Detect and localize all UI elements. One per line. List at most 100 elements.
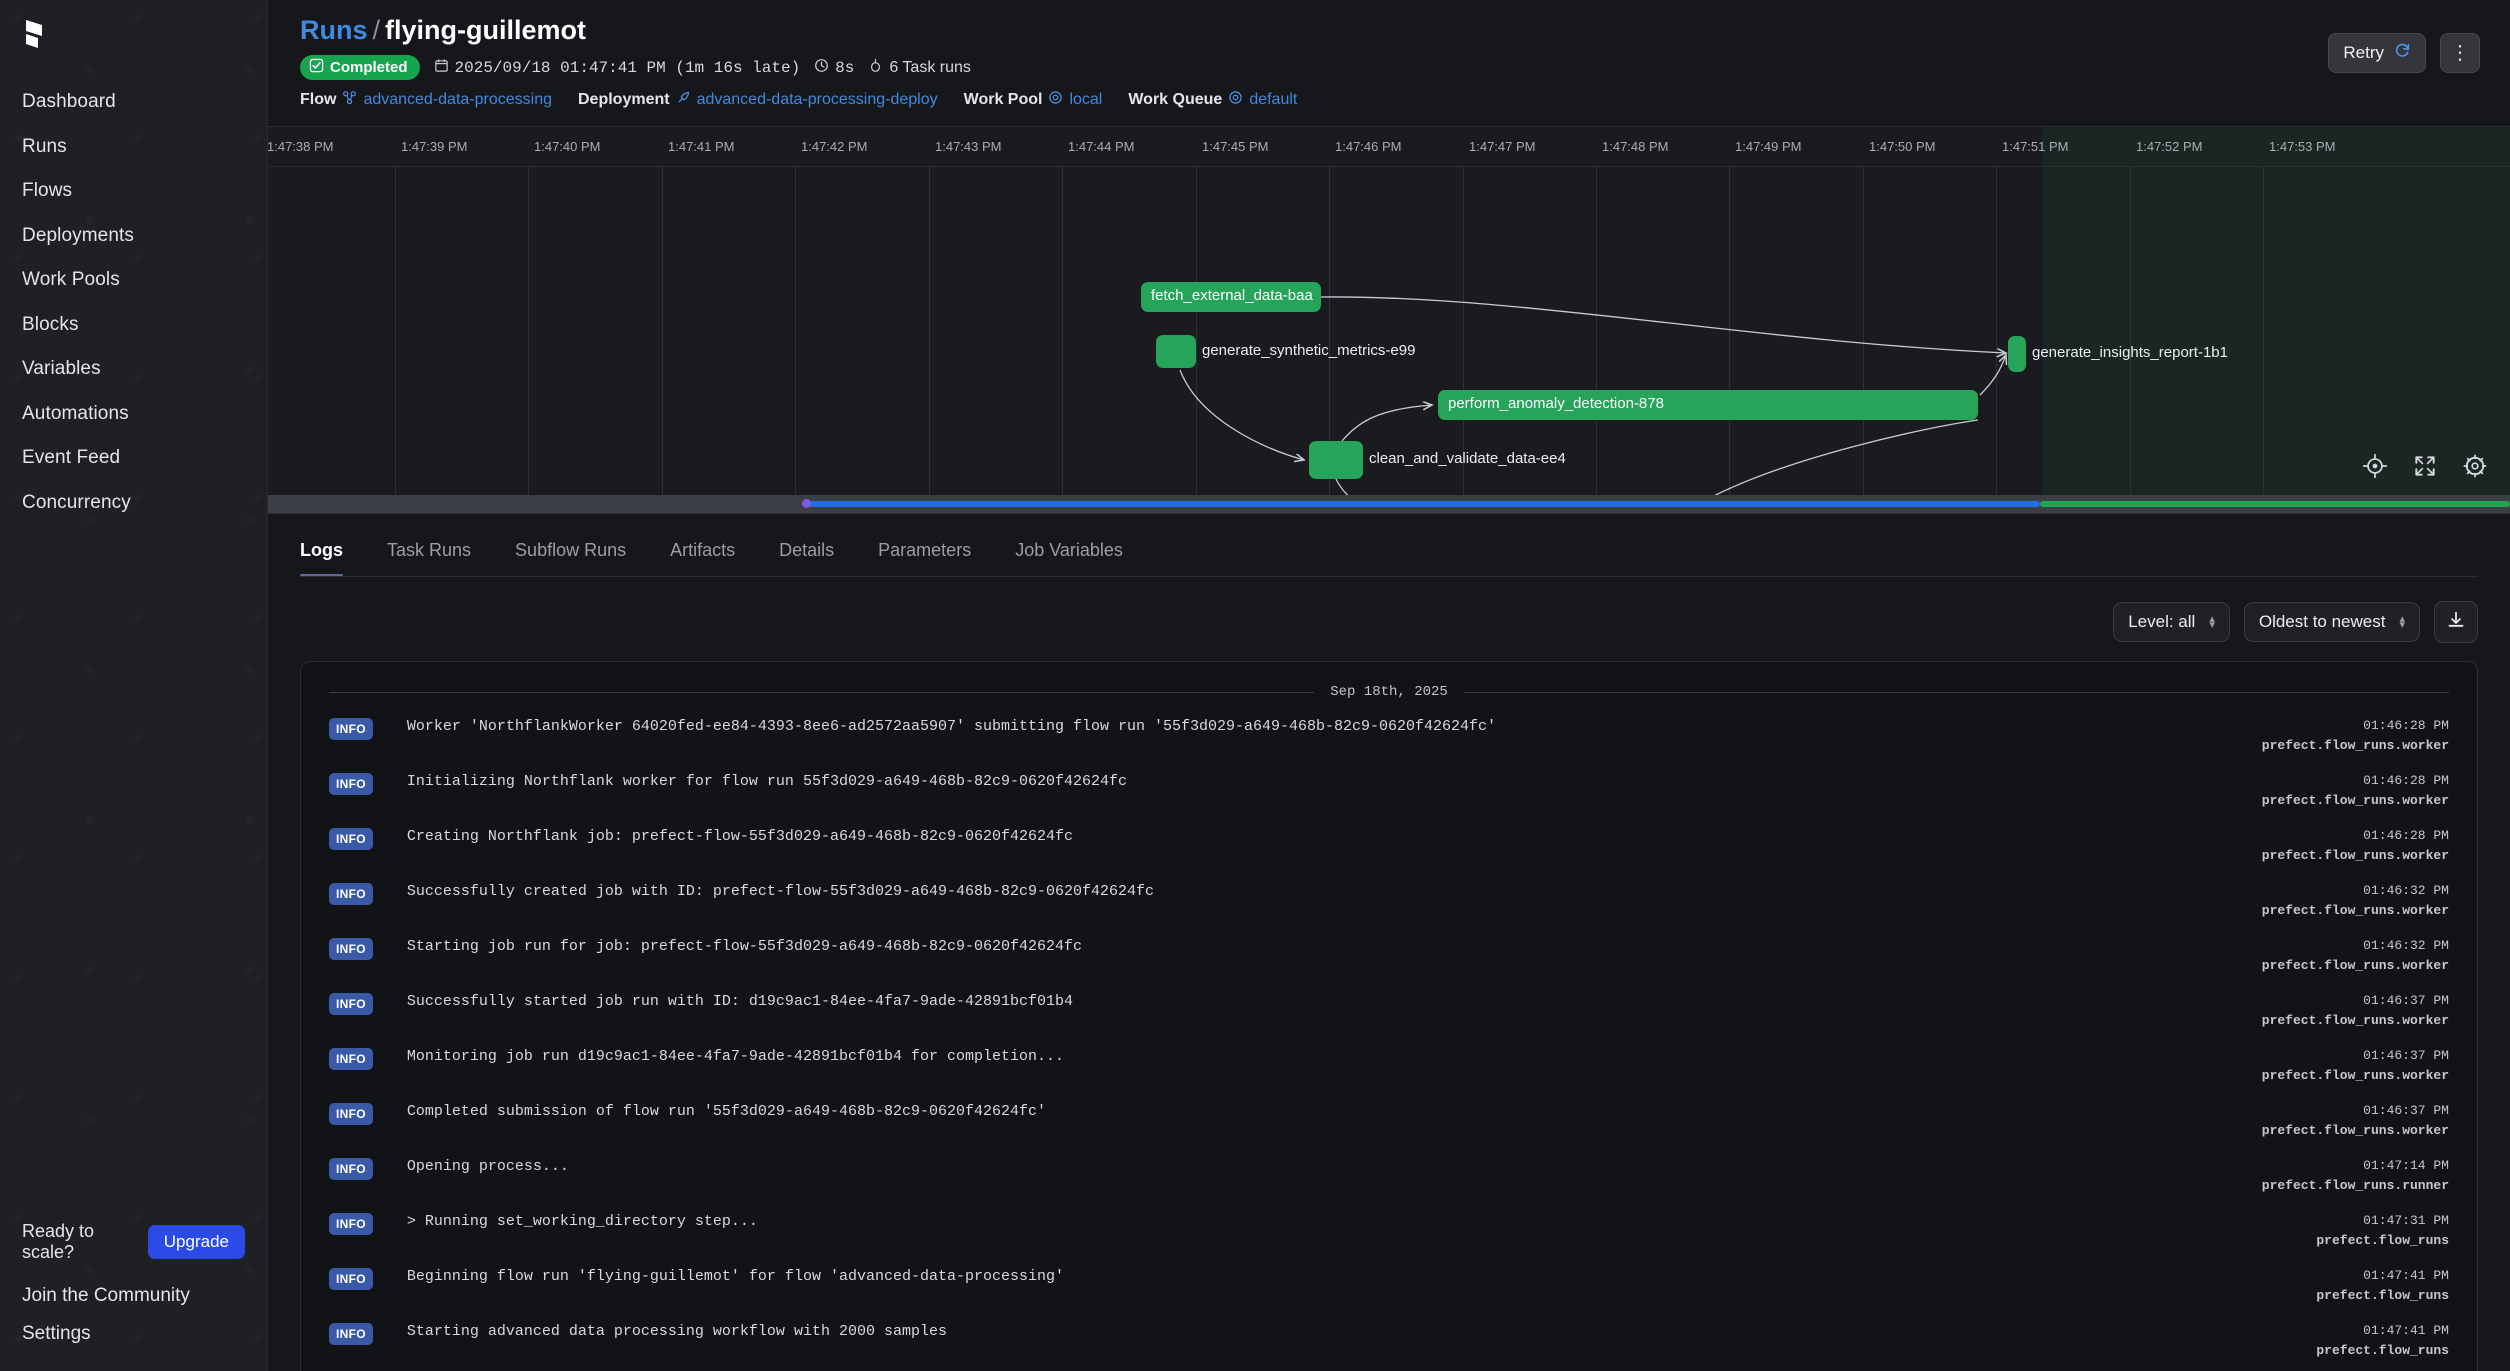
timeline-scrollbar[interactable] [268, 495, 2510, 514]
sidebar-item-flows[interactable]: Flows [22, 180, 73, 201]
timeline-gridline [795, 167, 796, 514]
run-duration: 8s [814, 58, 854, 78]
tab-details[interactable]: Details [779, 540, 835, 561]
sidebar-item-automations[interactable]: Automations [22, 402, 129, 424]
check-square-icon [309, 58, 324, 77]
scrollbar-progress-flow [808, 501, 2040, 508]
timeline-tools [2362, 453, 2488, 479]
timeline-node-bar[interactable] [2008, 336, 2026, 373]
log-timestamp: 01:47:14 PM [2363, 1158, 2449, 1174]
log-level-select[interactable]: Level: all ▴▾ [2113, 602, 2230, 643]
timeline-tick-label: 1:47:38 PM [268, 139, 334, 155]
main-content: Runs/flying-guillemot Completed 2025/09/… [268, 0, 2510, 1371]
run-timeline-graph[interactable]: :37 PM1:47:38 PM1:47:39 PM1:47:40 PM1:47… [268, 126, 2510, 515]
timeline-tick-label: 1:47:44 PM [1068, 139, 1135, 155]
sidebar-item-event-feed[interactable]: Event Feed [22, 447, 121, 468]
tab-subflow-runs[interactable]: Subflow Runs [515, 540, 627, 561]
log-timestamp: 01:47:41 PM [2363, 1268, 2449, 1284]
log-message: Successfully created job with ID: prefec… [406, 883, 1154, 901]
tab-artifacts[interactable]: Artifacts [670, 540, 736, 561]
log-message: Opening process... [406, 1158, 569, 1176]
timeline-node-bar[interactable] [1156, 335, 1196, 369]
log-controls: Level: all ▴▾ Oldest to newest ▴▾ [268, 577, 2510, 644]
more-options-button[interactable]: ⋮ [2440, 33, 2480, 73]
settings-link[interactable]: Settings [22, 1323, 91, 1344]
join-community-link[interactable]: Join the Community [22, 1285, 190, 1306]
log-timestamp: 01:46:28 PM [2363, 828, 2449, 844]
work-queue-link[interactable]: default [1249, 91, 1298, 109]
timeline-gridline [395, 167, 396, 514]
breadcrumb-separator: / [372, 15, 381, 45]
log-meta: 01:47:41 PM prefect.flow_runs [2169, 1266, 2449, 1305]
tab-job-variables[interactable]: Job Variables [1015, 540, 1123, 561]
page-header: Runs/flying-guillemot Completed 2025/09/… [268, 0, 2510, 110]
logs-date-divider: Sep 18th, 2025 [301, 662, 2477, 708]
timeline-tick-label: 1:47:51 PM [2002, 139, 2069, 155]
log-message: Starting advanced data processing workfl… [406, 1323, 947, 1341]
breadcrumb-runs-link[interactable]: Runs [300, 15, 368, 45]
sidebar-item-runs[interactable]: Runs [22, 135, 67, 157]
deployment-link[interactable]: advanced-data-processing-deploy [696, 91, 938, 109]
work-pool-link[interactable]: local [1069, 91, 1103, 109]
settings-icon[interactable] [2462, 453, 2488, 479]
sidebar-item-variables[interactable]: Variables [22, 358, 101, 379]
tab-parameters[interactable]: Parameters [878, 540, 972, 561]
clock-icon [814, 58, 829, 78]
log-timestamp: 01:47:31 PM [2363, 1213, 2449, 1229]
log-message: Completed submission of flow run '55f3d0… [406, 1103, 1046, 1121]
log-message: > Running set_working_directory step... [406, 1213, 758, 1231]
log-message: Starting job run for job: prefect-flow-5… [406, 938, 1082, 956]
log-message: Creating Northflank job: prefect-flow-55… [406, 828, 1073, 846]
retry-button[interactable]: Retry [2328, 33, 2426, 73]
flow-link[interactable]: advanced-data-processing [363, 91, 552, 109]
sidebar-item-dashboard[interactable]: Dashboard [22, 91, 116, 112]
timeline-gridline [1596, 167, 1597, 514]
tab-logs[interactable]: Logs [300, 528, 365, 578]
upgrade-button[interactable]: Upgrade [147, 1225, 245, 1259]
timeline-node-bar[interactable] [1141, 282, 1321, 313]
scale-prompt-label: Ready to scale? [22, 1221, 95, 1262]
timeline-gridline [1863, 167, 1864, 514]
timeline-node-bar[interactable] [1438, 390, 1978, 421]
flow-icon [342, 90, 357, 110]
timeline-node-bar[interactable] [1309, 441, 1363, 480]
recenter-icon[interactable] [2362, 453, 2388, 479]
refresh-icon [2394, 42, 2411, 64]
fullscreen-icon[interactable] [2412, 453, 2438, 479]
timeline-gridline [1062, 167, 1063, 514]
logo-wrap[interactable] [0, 0, 267, 70]
run-timestamp-label: 2025/09/18 01:47:41 PM (1m 16s late) [454, 58, 801, 77]
timeline-node-label: clean_and_validate_data-ee4 [1369, 450, 1566, 468]
flow-group: Flow advanced-data-processing [300, 90, 552, 110]
upgrade-row: Ready to scale? Upgrade [22, 1211, 245, 1277]
timeline-gridline [2130, 167, 2131, 514]
flow-label: Flow [300, 91, 337, 109]
sidebar-item-deployments[interactable]: Deployments [22, 224, 134, 246]
run-meta-row: Completed 2025/09/18 01:47:41 PM (1m 16s… [300, 55, 2478, 81]
sidebar-footer: Ready to scale? Upgrade Join the Communi… [0, 1211, 267, 1371]
timeline-node-label: generate_synthetic_metrics-e99 [1202, 341, 1416, 359]
log-timestamp: 01:46:32 PM [2363, 883, 2449, 899]
log-row[interactable]: INFO > Running set_working_directory ste… [301, 1203, 2477, 1258]
download-logs-button[interactable] [2434, 601, 2478, 644]
timeline-node-label: fetch_external_data-baa [1151, 287, 1313, 305]
sidebar-item-blocks[interactable]: Blocks [22, 313, 79, 335]
tab-task-runs[interactable]: Task Runs [387, 540, 472, 561]
sidebar-item-work-pools[interactable]: Work Pools [22, 269, 120, 290]
log-sort-select[interactable]: Oldest to newest ▴▾ [2243, 602, 2420, 643]
sidebar-item-concurrency[interactable]: Concurrency [22, 491, 131, 513]
log-logger-name: prefect.flow_runs [2316, 1287, 2449, 1303]
